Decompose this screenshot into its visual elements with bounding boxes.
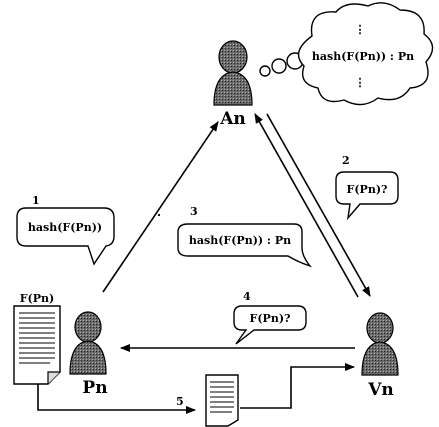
step-4-number: 4: [243, 290, 251, 303]
step-3-number: 3: [190, 205, 198, 218]
step-3-message: hash(F(Pn)) : Pn: [189, 234, 291, 247]
arrow-step-1: [102, 121, 219, 293]
arrow-step-5-a: [37, 383, 196, 414]
step-2-message: F(Pn)?: [347, 183, 388, 196]
document-icon: [13, 305, 61, 385]
vn-label: Vn: [367, 380, 394, 400]
step-2-callout: F(Pn)?: [335, 171, 399, 221]
thought-cloud: ⋮ hash(F(Pn)) : Pn ⋮: [259, 2, 434, 106]
step-4-callout: F(Pn)?: [233, 305, 307, 345]
transfer-document-icon: [205, 374, 239, 427]
cloud-dots-bottom: ⋮: [355, 76, 366, 89]
step-5-number: 5: [176, 395, 184, 408]
step-1-callout: hash(F(Pn)): [16, 207, 115, 266]
person-an-icon: [213, 40, 253, 106]
arrow-step-5-b: [240, 363, 355, 409]
step-2-number: 2: [342, 154, 350, 167]
document-label: F(Pn): [20, 292, 55, 305]
cloud-hash-mapping: hash(F(Pn)) : Pn: [312, 50, 414, 63]
arrow-step-2: [266, 113, 371, 297]
step-4-message: F(Pn)?: [250, 312, 291, 325]
cloud-dots-top: ⋮: [355, 23, 366, 36]
arrow-step-3: [254, 113, 359, 298]
step-1-message: hash(F(Pn)): [28, 221, 102, 234]
person-pn-icon: [69, 311, 107, 375]
step-3-callout: hash(F(Pn)) : Pn: [177, 223, 313, 268]
person-vn-icon: [361, 312, 399, 376]
an-label: An: [219, 109, 246, 129]
step-1-number: 1: [32, 194, 40, 207]
pn-label: Pn: [82, 378, 107, 398]
stray-dot: [157, 213, 161, 217]
